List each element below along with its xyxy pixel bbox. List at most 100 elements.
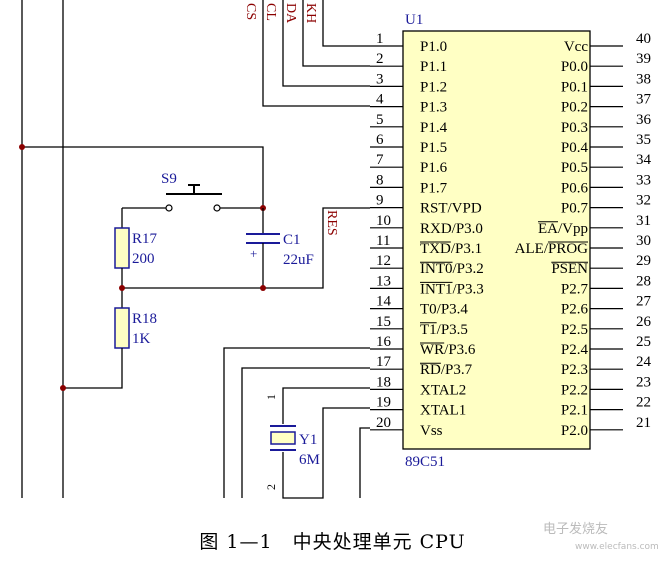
crystal-y1[interactable] (270, 431, 296, 445)
pin-name: P1.7 (420, 180, 448, 196)
y1-value: 6M (299, 452, 320, 468)
pin-number: 25 (636, 334, 651, 350)
pin-number: 2 (376, 51, 384, 67)
pin-number: 39 (636, 51, 651, 67)
pin-name: T0/P3.4 (420, 302, 468, 318)
pin-number: 21 (636, 415, 651, 431)
pin-number: 17 (376, 354, 392, 370)
pin-name: P2.7 (561, 281, 589, 297)
pin-name: P0.4 (561, 140, 589, 156)
net-label-cl: CL (263, 3, 278, 21)
pin-name: P1.1 (420, 59, 447, 75)
resistor-r17[interactable] (114, 227, 130, 269)
watermark-url: www.elecfans.com (575, 542, 659, 552)
pin-name: P1.0 (420, 39, 447, 55)
pin-number: 31 (636, 213, 651, 229)
pin-name: Vcc (564, 39, 588, 55)
r17-value: 200 (132, 251, 155, 267)
watermark-logo: 电子发烧友 (543, 522, 609, 537)
pin-name: XTAL2 (420, 382, 466, 398)
pin-number: 10 (376, 213, 391, 229)
s9-label: S9 (161, 171, 177, 187)
pin-name: P0.5 (561, 160, 588, 176)
pin-name: P2.2 (561, 382, 588, 398)
pin-number: 18 (376, 374, 391, 390)
pin-name: P1.3 (420, 100, 447, 116)
net-label-kh: KH (303, 3, 318, 23)
chip-body[interactable] (402, 30, 591, 450)
chip-part: 89C51 (405, 454, 445, 470)
wire-cs (262, 0, 370, 107)
pin-name: P0.0 (561, 59, 588, 75)
pin-name: PSEN (551, 261, 588, 277)
wire-rd (241, 367, 370, 498)
pin-number: 38 (636, 71, 651, 87)
wire-cl (282, 0, 370, 87)
pin-number: 12 (376, 253, 391, 269)
pin-number: 36 (636, 112, 652, 128)
pin-number: 20 (376, 415, 391, 431)
pin-name: P2.6 (561, 302, 589, 318)
pin-name: Vss (420, 423, 443, 439)
wire-xtal1 (282, 407, 370, 499)
pin-name: XTAL1 (420, 403, 466, 419)
pin-number: 29 (636, 253, 651, 269)
pin-name: P1.5 (420, 140, 447, 156)
resistor-r18[interactable] (114, 307, 130, 349)
pin-number: 34 (636, 152, 652, 168)
pin-number: 7 (376, 152, 384, 168)
pin-number: 28 (636, 273, 651, 289)
pin-number: 15 (376, 314, 391, 330)
y1-ref: Y1 (299, 432, 317, 448)
c1-value: 22uF (283, 252, 314, 268)
wire-vcc-reset (22, 146, 264, 208)
pin-name: P0.7 (561, 201, 589, 217)
pin-name: RST/VPD (420, 201, 482, 217)
pin-number: 5 (376, 112, 384, 128)
pin-name: P0.3 (561, 120, 588, 136)
chip-right-pins: 40Vcc39P0.038P0.137P0.236P0.335P0.434P0.… (515, 31, 652, 439)
pin-name: P2.1 (561, 403, 588, 419)
wire-xtal2 (282, 387, 370, 424)
junction-dot (19, 144, 25, 150)
pin-number: 37 (636, 92, 652, 108)
junction-dot (119, 285, 125, 291)
pin-name: RD/P3.7 (420, 362, 473, 378)
pin-name: ALE/PROG (515, 241, 589, 257)
pin-name: INT1/P3.3 (420, 281, 484, 297)
pin-name: P2.3 (561, 362, 588, 378)
wire-res (263, 207, 370, 289)
pin-number: 30 (636, 233, 651, 249)
pin-name: TXD/P3.1 (420, 241, 482, 257)
wire-vss (359, 427, 370, 498)
pin-name: P1.4 (420, 120, 448, 136)
pin-number: 6 (376, 132, 384, 148)
pin-name: P1.2 (420, 79, 447, 95)
pin-number: 40 (636, 31, 651, 47)
net-label-cs: CS (243, 3, 258, 20)
pin-number: 27 (636, 294, 652, 310)
pin-number: 11 (376, 233, 390, 249)
pin-name: P0.6 (561, 180, 589, 196)
pin-number: 13 (376, 273, 391, 289)
net-label-da: DA (283, 3, 298, 24)
pin-number: 9 (376, 193, 384, 209)
figure-caption: 图 1—1 中央处理单元 CPU (199, 531, 466, 553)
wire-r18-bottom (63, 348, 123, 389)
pin-name: P2.4 (561, 342, 589, 358)
pin-number: 26 (636, 314, 652, 330)
r18-ref: R18 (132, 311, 157, 327)
pin-number: 22 (636, 395, 651, 411)
pin-name: P1.6 (420, 160, 448, 176)
pin-name: P2.5 (561, 322, 588, 338)
pin-number: 24 (636, 354, 652, 370)
junction-dot (260, 285, 266, 291)
y1-pin-1: 1 (264, 394, 278, 400)
pin-number: 4 (376, 92, 384, 108)
wire-da (302, 0, 370, 67)
pin-name: P0.1 (561, 79, 588, 95)
pin-number: 35 (636, 132, 651, 148)
pin-name: INT0/P3.2 (420, 261, 484, 277)
